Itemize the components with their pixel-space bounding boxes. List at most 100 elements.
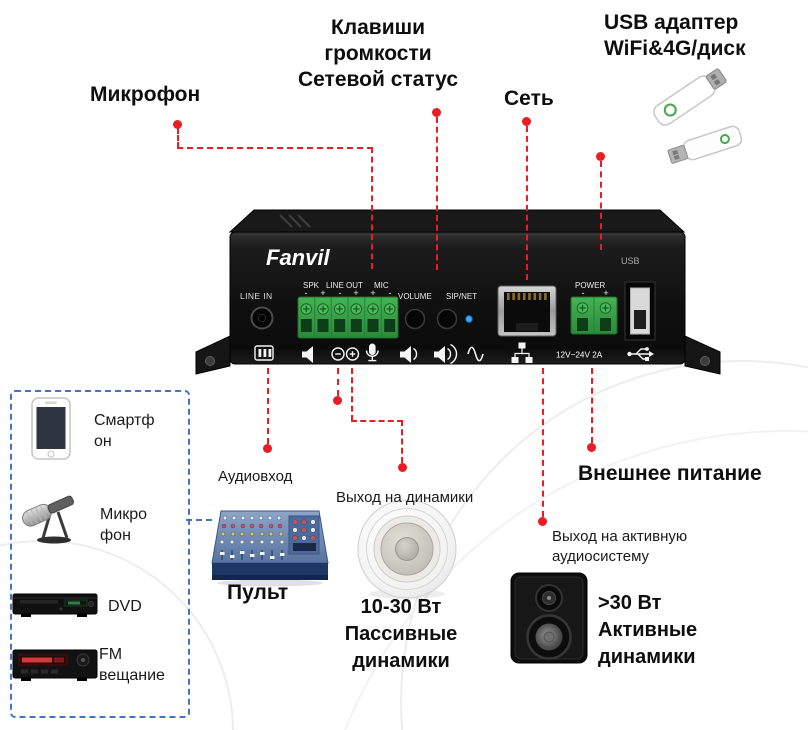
connector-dot-volume-keys: [432, 108, 441, 117]
label-volume-network-status: Клавиши громкости Сетевой статус: [288, 15, 468, 93]
label-audio-input: Аудиовход: [218, 468, 293, 485]
svg-text:+: +: [353, 288, 358, 298]
connector-dot-active-output: [538, 517, 547, 526]
spk-label: SPK: [303, 281, 320, 290]
label-usb-adapter: USB адаптер WiFi&4G/диск: [604, 10, 746, 62]
device-top-face: [228, 209, 686, 233]
line-in-jack-hole: [257, 313, 267, 323]
label-active-line2: Активные: [598, 619, 698, 641]
connector-line: [351, 368, 353, 421]
line-in-icon: [254, 345, 274, 361]
fm-radio-icon: [12, 649, 98, 681]
label-network: Сеть: [504, 87, 554, 110]
dvd-player-icon: [12, 593, 98, 617]
connector-dot-network: [522, 117, 531, 126]
speaker-loud-icon: [447, 347, 452, 361]
connector-line: [436, 117, 438, 270]
volume-button: [404, 308, 426, 330]
device-top-vents: [279, 214, 311, 228]
svg-text:-: -: [389, 288, 392, 298]
wave-icon: [467, 346, 484, 362]
smartphone-icon: [31, 397, 71, 460]
power-polarity-marks: - +: [582, 288, 609, 298]
label-source-fm: FM вещание: [99, 646, 165, 684]
power-terminal-block: [570, 296, 618, 335]
sip-button: [436, 308, 458, 330]
label-active-line1: >30 Вт: [598, 592, 662, 614]
microphone-icon: [22, 495, 74, 544]
label-passive-line1: 10-30 Вт: [360, 596, 442, 618]
status-led: [465, 315, 473, 323]
label-source-smartphone: Смартф он: [94, 412, 155, 450]
volume-label: VOLUME: [398, 292, 432, 301]
active-speaker-image: [510, 572, 588, 664]
connector-line: [401, 420, 403, 463]
label-source-dvd: DVD: [108, 598, 142, 615]
speaker-icon: [302, 346, 313, 363]
connector-line: [177, 147, 373, 149]
label-network-status: Сетевой статус: [297, 68, 459, 91]
connector-line: [177, 128, 179, 148]
label-active-speakers: >30 Вт Активные динамики: [598, 590, 697, 671]
connector-line: [600, 161, 602, 250]
label-passive-speakers: 10-30 Вт Пассивные динамики: [326, 594, 476, 675]
label-microphone: Микрофон: [90, 83, 201, 106]
connector-line: [591, 368, 593, 443]
connector-line: [337, 368, 339, 396]
power-spec-label: 12V~24V 2A: [556, 351, 603, 360]
usb-label: USB: [621, 256, 640, 266]
ceiling-speaker-image: [357, 499, 457, 599]
screw-icon: [205, 356, 215, 366]
device-left-ear: [195, 335, 231, 375]
label-active-output-line1: Выход на активную: [552, 528, 688, 545]
screw-icon: [700, 356, 710, 366]
minus-circle-icon: [331, 347, 345, 361]
connector-line: [267, 368, 269, 444]
svg-text:+: +: [320, 288, 325, 298]
speaker-low-icon: [413, 347, 418, 361]
device-image: Fanvil LINE IN SPK LINE OUT MIC - + - + …: [195, 209, 721, 375]
label-passive-line2: Пассивные: [344, 623, 458, 645]
usb-dongle-2: [667, 125, 743, 164]
connector-line: [542, 368, 544, 517]
power-label: POWER: [575, 281, 605, 290]
label-mixer: Пульт: [227, 581, 289, 604]
label-active-output-line2: аудиосистему: [552, 548, 650, 565]
panel-icons: 12V~24V 2A: [254, 342, 654, 365]
connector-line: [526, 126, 528, 280]
brand-logo: Fanvil: [266, 245, 330, 270]
blue-connector-line: [186, 519, 212, 521]
line-out-label: LINE OUT: [326, 281, 363, 290]
audio-sources-box: [10, 390, 190, 718]
connector-dot-speaker-output: [398, 463, 407, 472]
line-in-label: LINE IN: [240, 291, 273, 301]
svg-text:-: -: [305, 288, 308, 298]
audio-terminal-block: [297, 296, 399, 339]
svg-text:-: -: [582, 288, 585, 298]
label-volume-keys-line2: громкости: [324, 42, 432, 65]
label-active-output: Выход на активную аудиосистему: [552, 527, 687, 567]
label-usb-adapter-line1: USB адаптер: [604, 11, 739, 34]
connector-dot-audio-input: [263, 444, 272, 453]
label-passive-line3: динамики: [352, 650, 450, 672]
label-active-line3: динамики: [598, 646, 696, 668]
connector-line: [351, 420, 403, 422]
mic-label: MIC: [374, 281, 389, 290]
connector-dot-spk: [333, 396, 342, 405]
svg-text:-: -: [339, 288, 342, 298]
svg-text:+: +: [370, 288, 375, 298]
device-right-ear: [684, 335, 721, 375]
usb-port: [624, 281, 656, 341]
plus-circle-icon: [345, 347, 360, 361]
mic-icon: [365, 350, 379, 357]
label-external-power: Внешнее питание: [578, 462, 762, 485]
label-usb-adapter-line2: WiFi&4G/диск: [604, 37, 746, 60]
usb-dongles-image: [653, 68, 743, 164]
network-icon: [514, 352, 530, 357]
label-volume-keys-line1: Клавиши: [330, 16, 426, 39]
mixer-image: [211, 510, 329, 587]
connector-dot-usb: [596, 152, 605, 161]
label-speaker-output: Выход на динамики: [336, 489, 474, 506]
sipnet-label: SIP/NET: [446, 292, 477, 301]
svg-text:+: +: [603, 288, 608, 298]
